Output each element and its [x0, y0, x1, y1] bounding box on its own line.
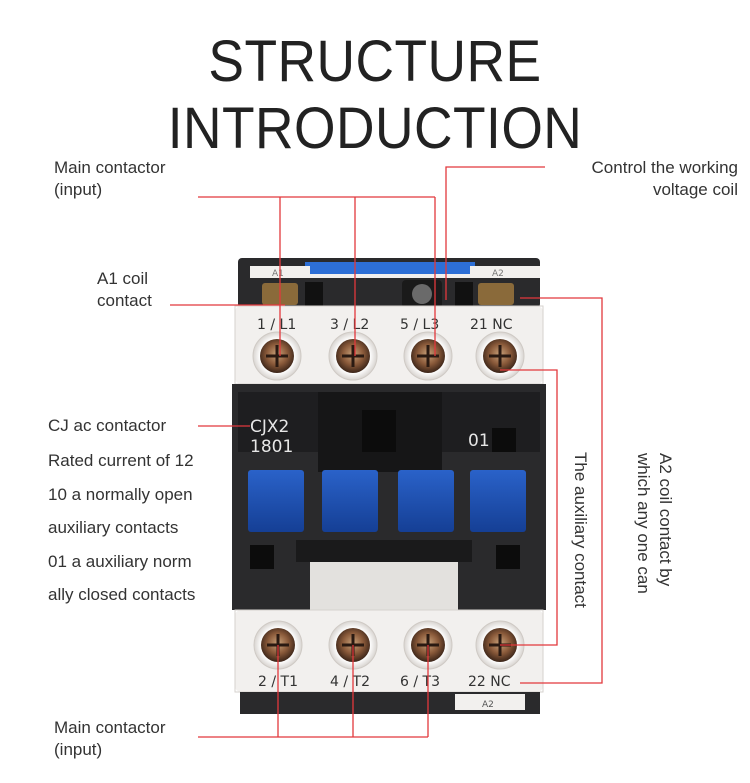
callout-main-contactor-bottom: Main contactor (input) [54, 717, 166, 761]
terminal-label-top-2: 3 / L2 [330, 317, 369, 333]
callout-a2-line2: which any one can [634, 453, 653, 594]
small-label-a2-bottom: A2 [482, 700, 494, 710]
top-screws [252, 331, 525, 381]
aux-code-label: 01 [468, 431, 490, 451]
callout-a1-line1: A1 coil [97, 269, 149, 288]
top-coil-housing [238, 258, 540, 308]
small-label-a1: A1 [272, 269, 284, 279]
callout-a2-line1: A2 coil contact by [656, 453, 675, 587]
callout-main-contactor-top: Main contactor (input) [54, 157, 166, 201]
terminal-label-bottom-4: 22 NC [468, 674, 511, 690]
terminal-label-top-4: 21 NC [470, 317, 513, 333]
spec-line-4: 01 a auxiliary norm [48, 552, 192, 571]
callout-lines [170, 166, 603, 738]
page-title: STRUCTURE INTRODUCTION [167, 29, 583, 161]
terminal-label-top-1: 1 / L1 [257, 317, 296, 333]
terminal-label-top-3: 5 / L3 [400, 317, 439, 333]
model-label: CJX2 [250, 417, 289, 437]
callout-main-contactor-bottom-line1: Main contactor [54, 718, 166, 737]
spec-line-5: ally closed contacts [48, 585, 196, 604]
callout-main-contactor-bottom-line2: (input) [54, 740, 103, 759]
callout-a1-coil: A1 coil contact [97, 268, 152, 312]
spec-line-2: 10 a normally open [48, 485, 193, 504]
main-body [232, 384, 546, 610]
callout-a1-line2: contact [97, 291, 152, 310]
callout-control-coil-line1: Control the working [591, 158, 738, 177]
callout-auxiliary-contact: The auxiliary contact [571, 452, 590, 608]
callout-cj-contactor: CJ ac contactor [48, 416, 167, 435]
callout-a2-coil: A2 coil contact by which any one can [632, 453, 676, 594]
rating-label: 1801 [250, 437, 293, 457]
small-label-a2-top: A2 [492, 269, 504, 279]
spec-line-3: auxiliary contacts [48, 518, 179, 537]
callout-control-coil-line2: voltage coil [652, 180, 738, 199]
bottom-terminal-block [234, 609, 544, 714]
spec-line-1: Rated current of 12 [48, 451, 194, 470]
callout-control-coil: Control the working voltage coil [550, 157, 738, 201]
terminal-label-bottom-2: 4 / T2 [330, 674, 370, 690]
callout-main-contactor-top-line2: (input) [54, 180, 103, 199]
terminal-label-bottom-3: 6 / T3 [400, 674, 440, 690]
callout-main-contactor-top-line1: Main contactor [54, 158, 166, 177]
